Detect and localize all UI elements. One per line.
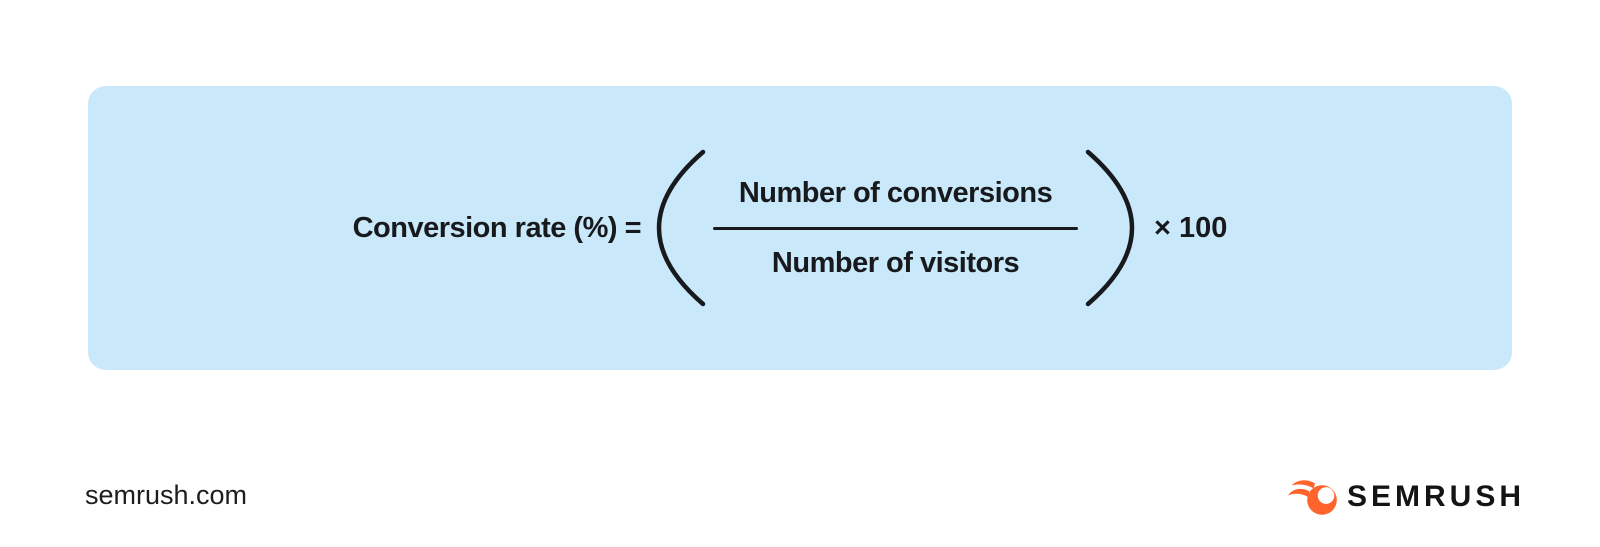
- semrush-wordmark: SEMRUSH: [1347, 480, 1526, 513]
- fraction-bar: [713, 226, 1079, 230]
- semrush-fireball-icon: [1288, 480, 1337, 515]
- left-parenthesis-icon: [656, 149, 706, 307]
- website-url: semrush.com: [85, 480, 248, 510]
- fraction-numerator: Number of conversions: [738, 176, 1053, 209]
- formula-panel: Conversion rate (%) = Number of conversi…: [88, 86, 1512, 370]
- fraction-denominator: Number of visitors: [771, 246, 1020, 279]
- semrush-logo: SEMRUSH: [1288, 477, 1525, 517]
- formula-multiplier: × 100: [1154, 211, 1228, 244]
- fraction: Number of conversions Number of visitors: [713, 176, 1079, 280]
- conversion-rate-formula: Conversion rate (%) = Number of conversi…: [352, 147, 1228, 309]
- right-parenthesis-icon: [1085, 149, 1135, 307]
- formula-label: Conversion rate (%) =: [352, 211, 642, 244]
